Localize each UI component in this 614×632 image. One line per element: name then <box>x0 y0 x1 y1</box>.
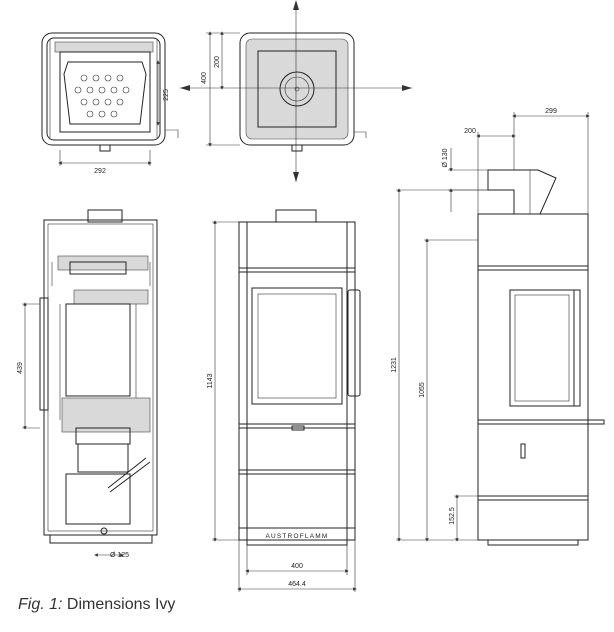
dim-right-outlet-depth: 299 <box>545 108 557 115</box>
dim-side-window: 439 <box>17 362 24 374</box>
dim-side-flue: Ø 125 <box>110 552 129 559</box>
top-view-plan: 400 200 <box>180 0 412 182</box>
right-side-view: 1231 1055 152.5 Ø 130 200 299 <box>391 108 605 546</box>
dim-right-outlet-offset: 200 <box>464 128 476 135</box>
caption-text: Dimensions Ivy <box>66 596 176 613</box>
figure-caption: Fig. 1: Dimensions Ivy <box>18 596 175 614</box>
dim-right-height: 1231 <box>391 357 398 373</box>
dim-front-height: 1143 <box>207 373 214 388</box>
front-view: AUSTROFLAMM 1143 400 464.4 <box>207 209 361 592</box>
side-section-view: 439 Ø 125 <box>17 209 158 559</box>
brand-logo-text: AUSTROFLAMM <box>265 533 328 540</box>
dim-front-width: 400 <box>291 563 303 570</box>
dim-top-width: 292 <box>94 168 106 175</box>
grate-holes <box>74 74 130 118</box>
dim-front-overall-width: 464.4 <box>288 581 306 588</box>
dim-top-inner: 225 <box>163 89 170 101</box>
dim-right-outlet-height: 1055 <box>419 382 426 398</box>
dim-right-base-height: 152.5 <box>449 507 456 525</box>
dim-top-half-depth: 200 <box>214 56 221 68</box>
caption-prefix: Fig. 1: <box>18 596 63 613</box>
dim-top-depth: 400 <box>201 72 208 84</box>
top-view-section: 225 292 <box>41 32 179 175</box>
dim-right-outlet-diameter: Ø 130 <box>442 148 449 167</box>
